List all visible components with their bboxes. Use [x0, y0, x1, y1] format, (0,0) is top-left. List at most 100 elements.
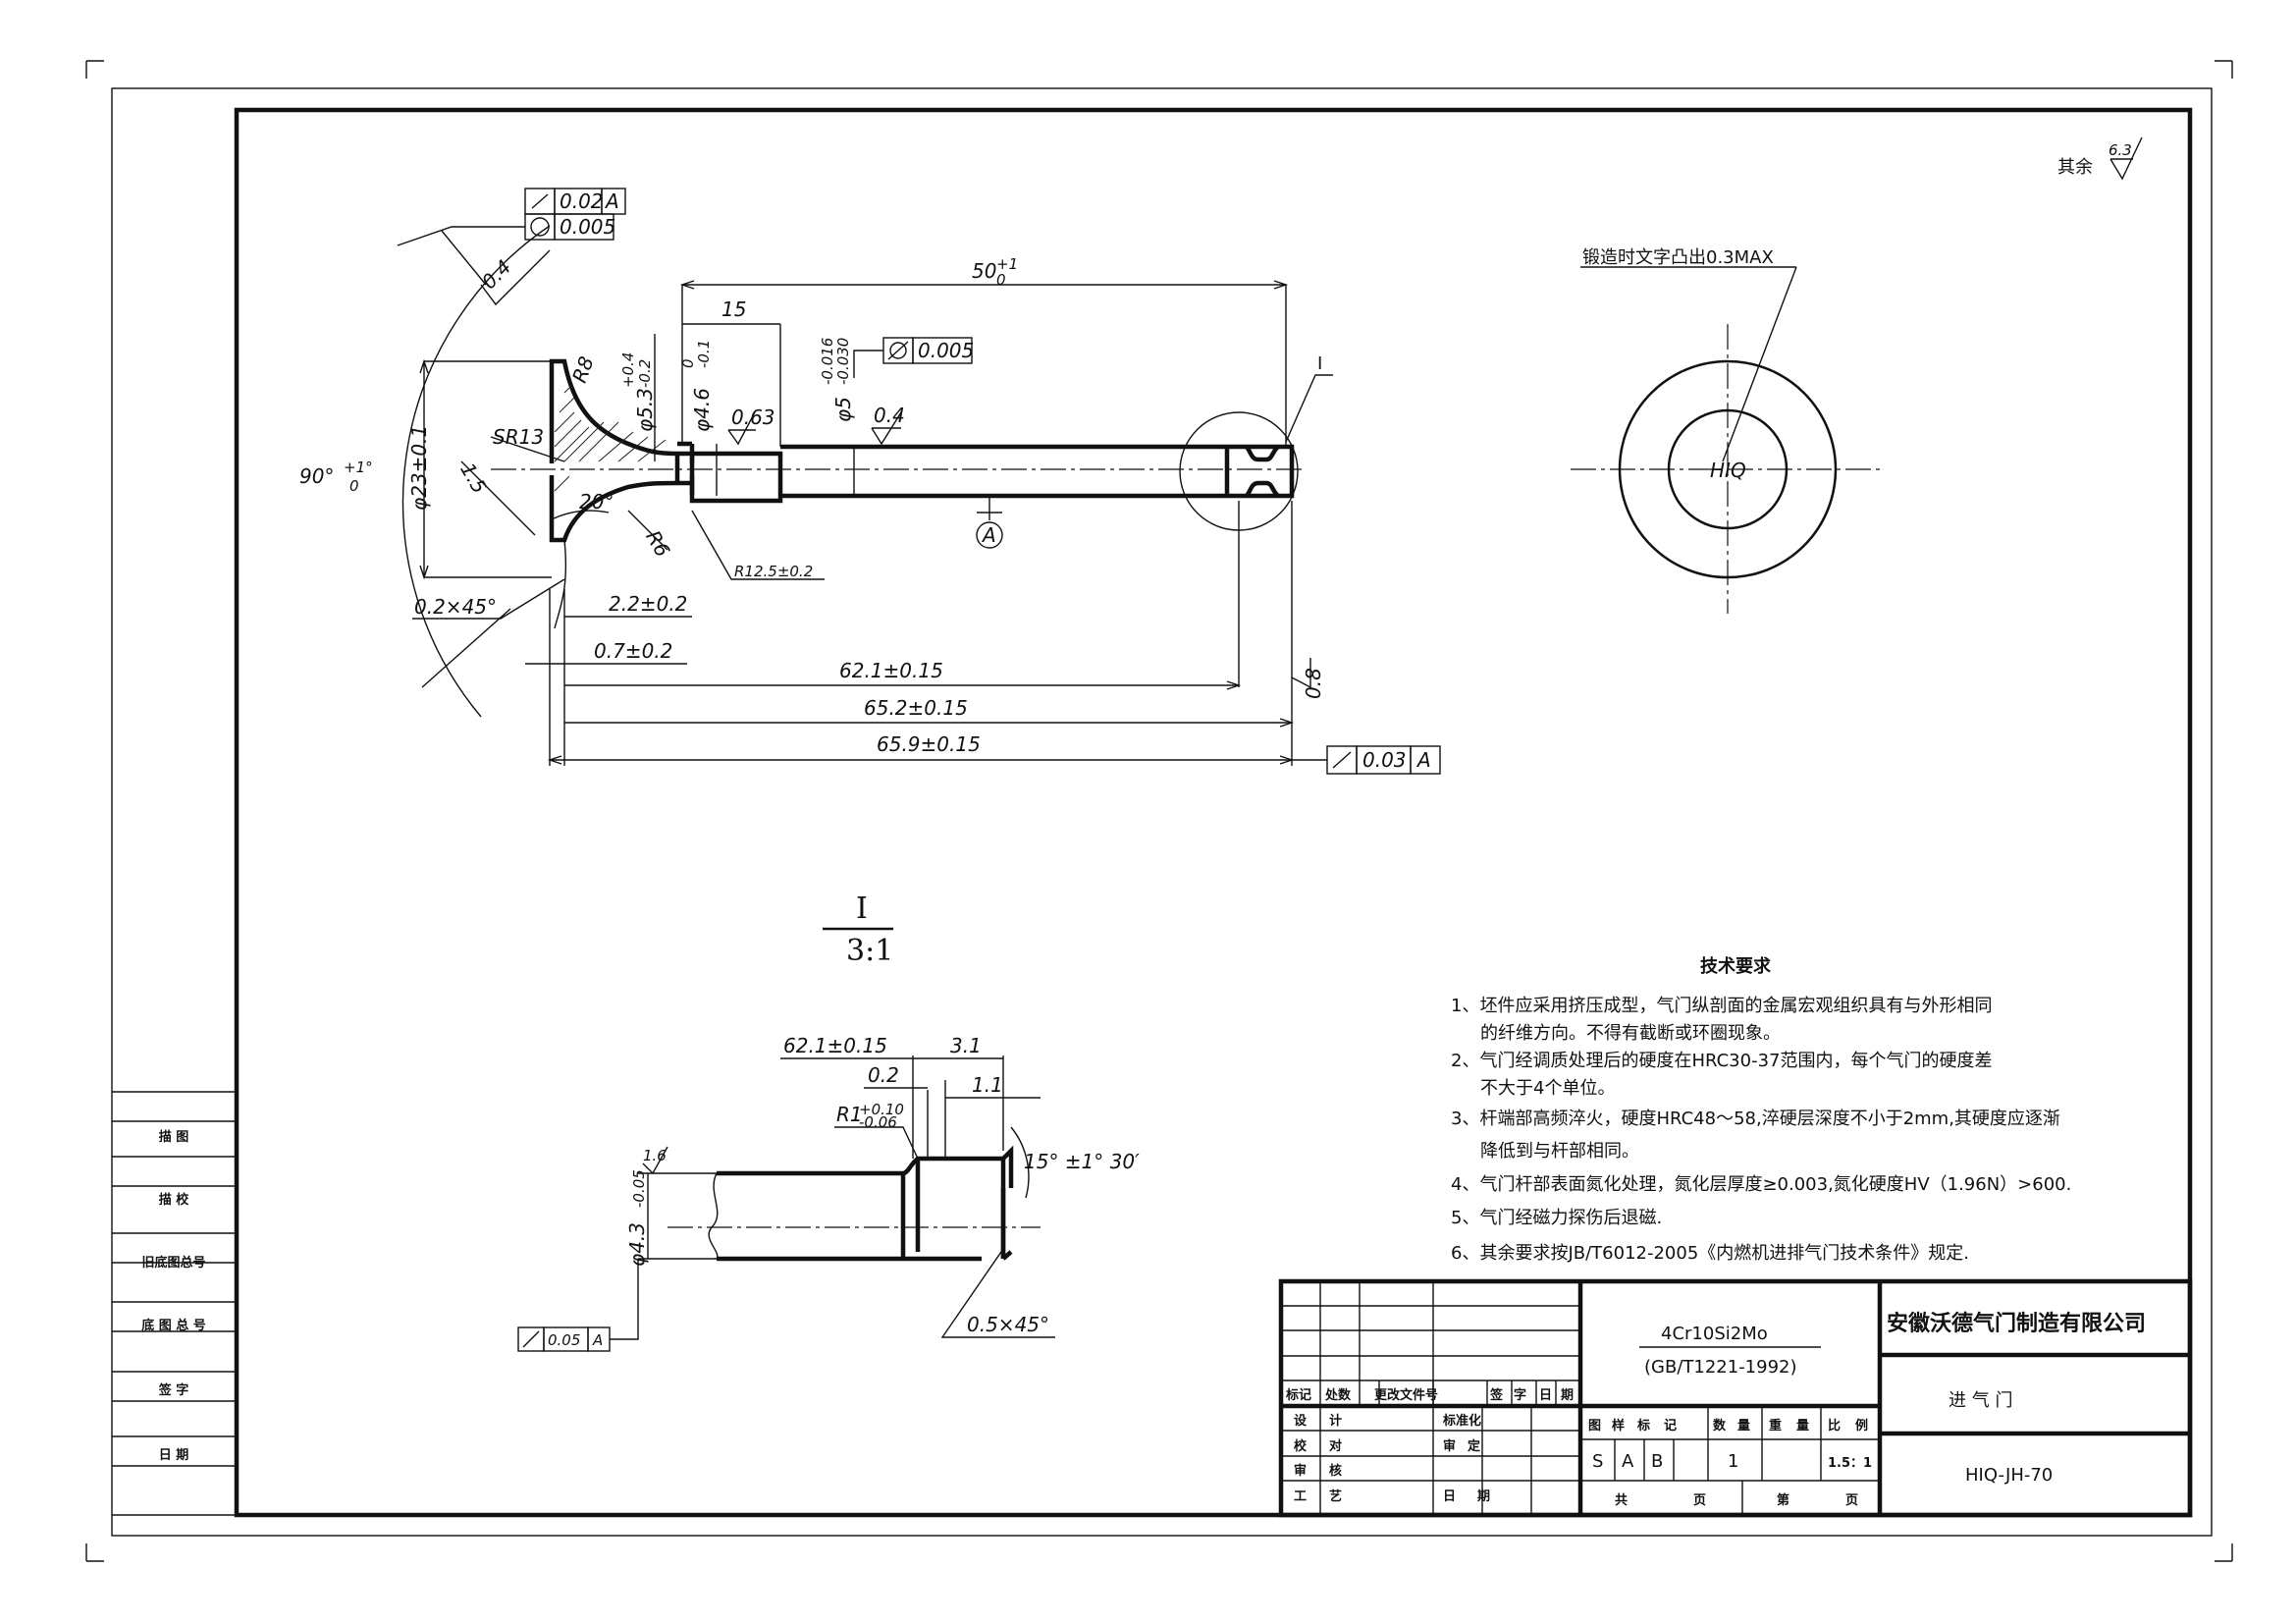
- svg-text:A: A: [604, 189, 619, 213]
- svg-text:0.005: 0.005: [918, 339, 974, 362]
- svg-text:更改文件号: 更改文件号: [1374, 1387, 1438, 1403]
- side-row-6: 日 期: [159, 1448, 189, 1463]
- svg-text:0.05: 0.05: [548, 1331, 580, 1349]
- svg-text:艺: 艺: [1329, 1488, 1342, 1504]
- tech-title: 技术要求: [1700, 955, 1772, 977]
- svg-text:审: 审: [1443, 1438, 1456, 1454]
- svg-text:15: 15: [721, 298, 746, 321]
- svg-text:62.1±0.15: 62.1±0.15: [839, 659, 943, 682]
- svg-text:0.7±0.2: 0.7±0.2: [594, 639, 672, 663]
- svg-text:0: 0: [349, 477, 359, 495]
- svg-text:对: 对: [1329, 1438, 1342, 1454]
- svg-text:A: A: [1622, 1451, 1634, 1472]
- outer-frame: [111, 87, 2213, 1537]
- svg-text:1: 1: [1728, 1451, 1738, 1472]
- svg-text:-0.1: -0.1: [695, 340, 713, 368]
- svg-text:A: A: [981, 523, 996, 547]
- svg-text:计: 计: [1329, 1413, 1342, 1429]
- svg-text:5、气门经磁力探伤后退磁.: 5、气门经磁力探伤后退磁.: [1451, 1208, 1662, 1228]
- detail-callout-label: I: [1317, 353, 1322, 374]
- svg-text:+0.4: +0.4: [619, 352, 637, 388]
- part-name: 进 气 门: [1949, 1390, 2012, 1411]
- svg-text:0.2×45°: 0.2×45°: [414, 595, 497, 619]
- roughness-label: 其余: [2057, 157, 2093, 178]
- trim-marks: [85, 60, 2233, 1562]
- svg-text:2、气门经调质处理后的硬度在HRC30-37范围内，每个气门: 2、气门经调质处理后的硬度在HRC30-37范围内，每个气门的硬度差: [1451, 1051, 1992, 1071]
- svg-text:定: 定: [1467, 1438, 1480, 1454]
- svg-text:φ4.3: φ4.3: [625, 1222, 649, 1267]
- svg-text:标准化: 标准化: [1442, 1413, 1481, 1429]
- svg-text:校: 校: [1294, 1438, 1308, 1454]
- svg-text:标: 标: [1636, 1418, 1650, 1434]
- fcf-runout-groove: 0.05 A: [517, 1259, 639, 1352]
- svg-text:样: 样: [1612, 1418, 1625, 1434]
- forging-note: 锻造时文字凸出0.3MAX: [1582, 247, 1774, 268]
- svg-text:50: 50: [972, 259, 996, 283]
- roughness-value: 6.3: [2109, 141, 2132, 159]
- svg-text:量: 量: [1737, 1419, 1750, 1434]
- valve-top-view: HIQ 锻造时文字凸出0.3MAX: [1571, 247, 1885, 614]
- svg-text:日: 日: [1443, 1489, 1456, 1504]
- svg-text:0.63: 0.63: [731, 406, 775, 429]
- svg-text:-0.2: -0.2: [636, 359, 654, 388]
- svg-text:重: 重: [1769, 1418, 1782, 1434]
- svg-text:签: 签: [1489, 1387, 1504, 1403]
- svg-text:B: B: [1651, 1451, 1663, 1472]
- side-row-4: 底 图 总 号: [141, 1318, 206, 1333]
- svg-text:-0.016: -0.016: [819, 338, 836, 385]
- svg-text:62.1±0.15: 62.1±0.15: [783, 1034, 887, 1057]
- svg-text:φ23±0.1: φ23±0.1: [407, 425, 431, 511]
- svg-text:1.5: 1.5: [455, 459, 492, 498]
- svg-text:例: 例: [1855, 1418, 1868, 1434]
- svg-text:第: 第: [1777, 1492, 1789, 1508]
- svg-text:-0.05: -0.05: [630, 1169, 648, 1208]
- svg-text:期: 期: [1561, 1388, 1574, 1403]
- fcf-cylindricity: 0.005: [853, 337, 974, 378]
- svg-text:处数: 处数: [1324, 1387, 1352, 1403]
- svg-text:标记: 标记: [1285, 1387, 1311, 1403]
- svg-text:1.1: 1.1: [972, 1073, 1003, 1097]
- svg-text:R1: R1: [836, 1103, 863, 1126]
- side-block: 描 图 描 校 旧底图总号 底 图 总 号 签 字 日 期: [112, 1091, 235, 1516]
- svg-text:1、坯件应采用挤压成型，气门纵剖面的金属宏观组织具有与外形相: 1、坯件应采用挤压成型，气门纵剖面的金属宏观组织具有与外形相同: [1451, 996, 1992, 1016]
- svg-text:SR13: SR13: [493, 425, 544, 449]
- svg-text:0: 0: [679, 358, 697, 368]
- svg-text:65.9±0.15: 65.9±0.15: [877, 732, 981, 756]
- side-row-1: 描 图: [159, 1129, 189, 1145]
- svg-text:+1: +1: [996, 255, 1018, 273]
- detail-label: I: [856, 892, 868, 926]
- fcf-runout-end: 0.03 A: [1292, 745, 1441, 775]
- svg-text:共: 共: [1615, 1492, 1628, 1508]
- detail-view: I 3:1 62.1±0.15 3.1 0.2 1.1 R1 +0.10 -0.…: [517, 892, 1140, 1352]
- svg-text:A: A: [1415, 748, 1431, 772]
- dim-ang90: 90°: [299, 464, 334, 488]
- tech-requirements: 技术要求 1、坯件应采用挤压成型，气门纵剖面的金属宏观组织具有与外形相同 的纤维…: [1451, 955, 2071, 1264]
- svg-text:0.5×45°: 0.5×45°: [967, 1313, 1049, 1336]
- svg-text:降低到与杆部相同。: 降低到与杆部相同。: [1480, 1141, 1639, 1162]
- svg-text:页: 页: [1693, 1493, 1706, 1508]
- svg-text:数: 数: [1713, 1418, 1727, 1434]
- svg-text:图: 图: [1588, 1419, 1601, 1434]
- svg-text:审: 审: [1294, 1463, 1307, 1479]
- side-row-3: 旧底图总号: [141, 1255, 205, 1271]
- svg-text:20°: 20°: [579, 490, 614, 514]
- svg-text:0.005: 0.005: [560, 215, 615, 239]
- svg-text:比: 比: [1828, 1418, 1841, 1434]
- svg-text:0.2: 0.2: [868, 1063, 899, 1087]
- svg-text:0: 0: [996, 271, 1006, 289]
- svg-text:6、其余要求按JB/T6012-2005《内燃机进排气门技术: 6、其余要求按JB/T6012-2005《内燃机进排气门技术条件》规定.: [1451, 1243, 1969, 1264]
- svg-text:不大于4个单位。: 不大于4个单位。: [1480, 1078, 1615, 1099]
- svg-text:0.03: 0.03: [1362, 748, 1407, 772]
- svg-text:3.1: 3.1: [950, 1034, 982, 1057]
- company-name: 安徽沃德气门制造有限公司: [1887, 1311, 2146, 1336]
- svg-text:工: 工: [1294, 1489, 1307, 1504]
- svg-text:φ5.3: φ5.3: [633, 388, 657, 432]
- head-hatching: [554, 387, 667, 492]
- svg-text:+1°: +1°: [344, 459, 373, 476]
- svg-text:15° ±1° 30′: 15° ±1° 30′: [1024, 1150, 1140, 1173]
- svg-text:2.2±0.2: 2.2±0.2: [609, 592, 687, 616]
- svg-text:+0.10: +0.10: [859, 1101, 904, 1118]
- svg-text:记: 记: [1664, 1419, 1677, 1434]
- svg-text:字: 字: [1514, 1387, 1526, 1403]
- svg-text:1.5：1: 1.5：1: [1828, 1456, 1872, 1471]
